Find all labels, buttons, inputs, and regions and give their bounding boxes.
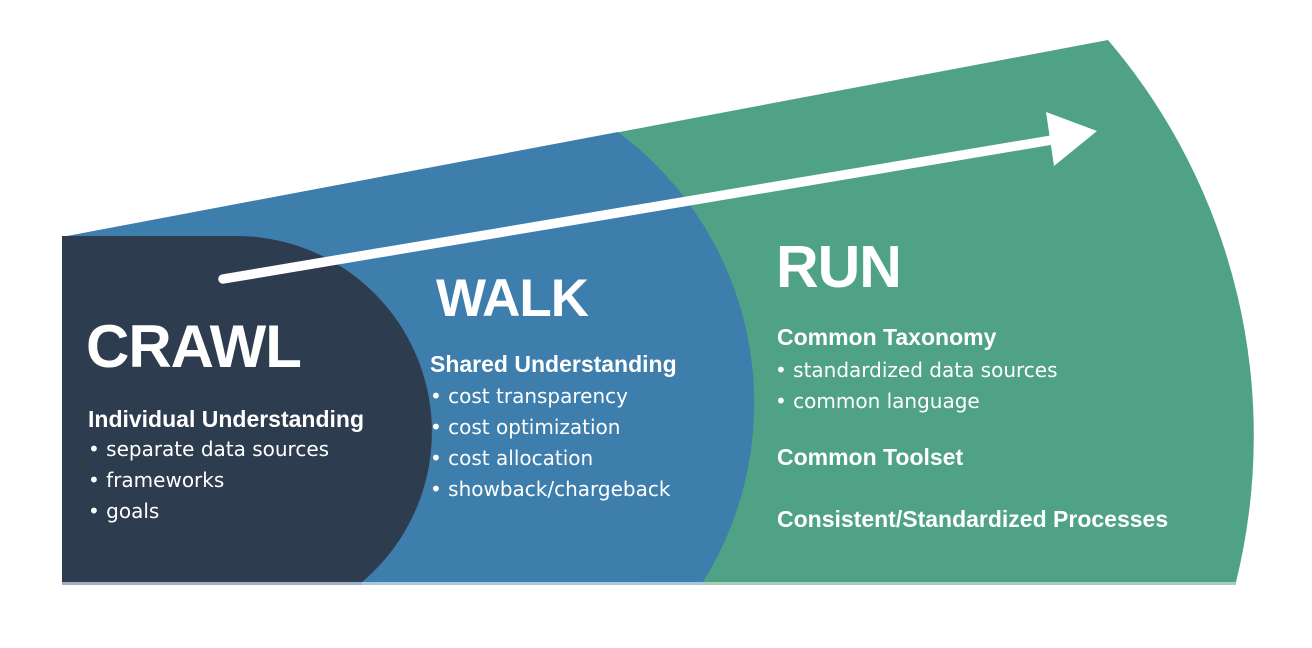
run-group-taxonomy-heading: Common Taxonomy [777,324,997,350]
crawl-bullet-item: • frameworks [88,468,225,492]
crawl-bullet-item: • goals [88,499,160,523]
bottom-edge-line [62,582,1236,585]
walk-stage-title: WALK [436,269,589,328]
progress-arrow-icon [218,112,1097,284]
run-bullet-item: • standardized data sources [775,358,1058,382]
run-group-toolset-heading: Common Toolset [777,444,964,470]
walk-bullet-item: • cost optimization [430,415,621,439]
bottom-edge-crawl [62,582,362,585]
run-group-processes-heading: Consistent/Standardized Processes [777,506,1169,532]
run-bullet-item: • common language [775,389,980,413]
walk-bullet-list: • cost transparency • cost optimization … [430,381,670,505]
walk-bullet-item: • cost transparency [430,384,628,408]
crawl-stage-title: CRAWL [86,313,302,380]
progress-arrow-head [1046,112,1097,166]
crawl-subtitle: Individual Understanding [88,406,365,432]
progress-arrow-shaft [218,135,1057,284]
run-bullet-list: • standardized data sources • common lan… [775,355,1058,417]
crawl-wedge-shape [62,235,432,583]
run-stage-title: RUN [776,234,902,300]
walk-bullet-item: • cost allocation [430,446,594,470]
walk-bullet-item: • showback/chargeback [430,477,671,501]
bottom-edge-run [703,582,1236,585]
crawl-bullet-list: • separate data sources • frameworks • g… [88,434,329,527]
crawl-bullet-item: • separate data sources [88,437,330,461]
walk-subtitle: Shared Understanding [430,351,677,377]
bottom-edge-walk [362,582,703,585]
